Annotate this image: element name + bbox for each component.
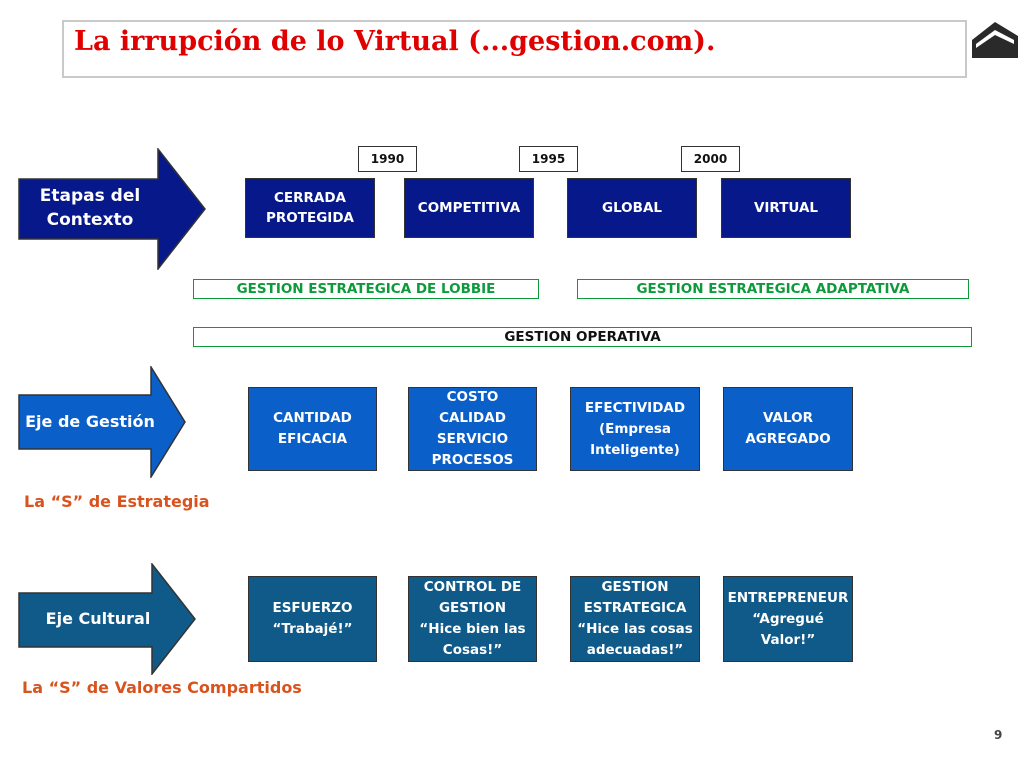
stage-virtual: VIRTUAL: [721, 178, 851, 238]
valores-label: La “S” de Valores Compartidos: [22, 678, 302, 697]
year-2000: 2000: [681, 146, 740, 172]
cultural-label: Eje Cultural: [45, 609, 151, 628]
band-operativa: GESTION OPERATIVA: [193, 327, 972, 347]
gestion-label: Eje de Gestión: [25, 412, 155, 431]
stage-competitiva: COMPETITIVA: [404, 178, 534, 238]
title-frame: La irrupción de lo Virtual (...gestion.c…: [62, 20, 967, 78]
cultural-entrepreneur: ENTREPRENEUR “Agregué Valor!”: [723, 576, 853, 662]
stage-global: GLOBAL: [567, 178, 697, 238]
cultural-estrategica: GESTION ESTRATEGICA “Hice las cosas adec…: [570, 576, 700, 662]
gestion-costo: COSTO CALIDAD SERVICIO PROCESOS: [408, 387, 537, 471]
page-number: 9: [994, 728, 1003, 742]
page-title: La irrupción de lo Virtual (...gestion.c…: [74, 26, 716, 57]
cultural-esfuerzo: ESFUERZO “Trabajé!”: [248, 576, 377, 662]
band-lobbie: GESTION ESTRATEGICA DE LOBBIE: [193, 279, 539, 299]
cultural-control: CONTROL DE GESTION “Hice bien las Cosas!…: [408, 576, 537, 662]
etapas-label: Etapas del Contexto: [39, 186, 141, 230]
year-1995: 1995: [519, 146, 578, 172]
cultural-arrow: Eje Cultural: [18, 563, 198, 675]
etapas-arrow: Etapas del Contexto: [18, 148, 208, 270]
stage-cerrada: CERRADA PROTEGIDA: [245, 178, 375, 238]
band-adaptativa: GESTION ESTRATEGICA ADAPTATIVA: [577, 279, 969, 299]
year-1990: 1990: [358, 146, 417, 172]
estrategia-label: La “S” de Estrategia: [24, 492, 210, 511]
gestion-arrow: Eje de Gestión: [18, 366, 188, 478]
gestion-valor: VALOR AGREGADO: [723, 387, 853, 471]
gestion-cantidad: CANTIDAD EFICACIA: [248, 387, 377, 471]
gestion-efectividad: EFECTIVIDAD (Empresa Inteligente): [570, 387, 700, 471]
house-roof-icon: [972, 18, 1018, 62]
